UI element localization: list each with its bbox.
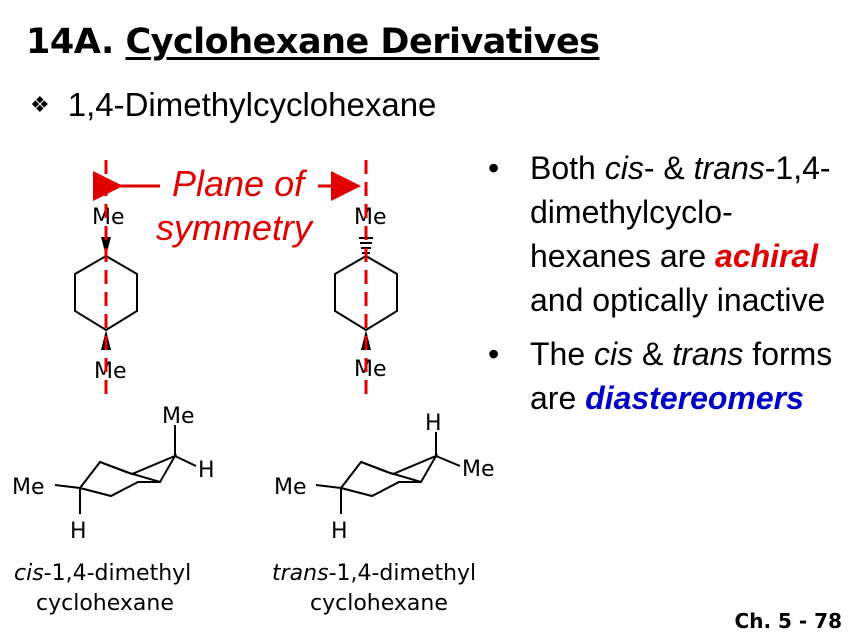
trans-caption-rest: -1,4-dimethyl <box>329 561 477 586</box>
trans-caption-prefix: trans <box>272 561 329 586</box>
bullet-2-cis: cis <box>594 336 634 372</box>
bullet-2-text: The <box>530 336 595 372</box>
plane-label-line1: Plane of <box>172 163 308 204</box>
bullet-2-text: & <box>633 336 673 372</box>
trans-caption-line1: trans-1,4-dimethyl <box>272 561 476 586</box>
bullet-2-text: forms are <box>530 336 833 416</box>
cis-top-wedge <box>101 237 111 256</box>
bullet-dot: • <box>488 336 500 372</box>
cis-me-top: Me <box>92 205 125 230</box>
cis-chair-h-axial: H <box>70 519 87 544</box>
trans-chair-me-equatorial: Me <box>462 457 495 482</box>
trans-me-top: Me <box>354 205 387 230</box>
cis-chair-h-equatorial: H <box>198 458 215 483</box>
title-number: 14A. <box>26 22 114 62</box>
cis-me-bottom: Me <box>94 359 127 384</box>
bullet-2: • The cis & trans forms are diastereomer… <box>488 332 848 420</box>
trans-chair-me-left: Me <box>274 475 307 500</box>
trans-chair-h-bottom: H <box>331 519 348 544</box>
trans-chair-h-axial: H <box>425 411 442 436</box>
trans-chair <box>315 432 461 514</box>
cis-caption-line1: cis-1,4-dimethyl <box>14 561 191 586</box>
cis-chair-me-axial: Me <box>162 404 195 429</box>
bullet-2-diastereomers: diastereomers <box>585 380 804 416</box>
bullet-1-text: Both <box>530 150 605 186</box>
subtitle: ❖ 1,4-Dimethylcyclohexane <box>30 86 436 124</box>
cis-chair <box>54 425 197 514</box>
subtitle-text: 1,4-Dimethylcyclohexane <box>67 86 437 123</box>
cis-chair-me-equatorial: Me <box>12 475 45 500</box>
bullet-1: • Both cis- & trans-1,4-dimethylcyclo-he… <box>488 146 848 322</box>
bullet-list: • Both cis- & trans-1,4-dimethylcyclo-he… <box>488 146 848 420</box>
trans-caption-line2: cyclohexane <box>310 591 448 616</box>
bullet-1-achiral: achiral <box>715 238 819 274</box>
bullet-2-trans: trans <box>672 336 744 372</box>
page-number: Ch. 5 - 78 <box>734 609 842 633</box>
bullet-dot: • <box>488 150 500 186</box>
bullet-1-cis: cis <box>604 150 644 186</box>
page-title: 14A. Cyclohexane Derivatives <box>26 22 600 62</box>
trans-me-bottom: Me <box>354 357 387 382</box>
bullet-1-text: -1,4-dimethylcyclo-hexanes are <box>530 150 831 274</box>
diamond-bullet-icon: ❖ <box>30 92 50 117</box>
cis-caption-rest: -1,4-dimethyl <box>44 561 192 586</box>
bullet-1-text: and optically inactive <box>530 282 826 318</box>
plane-label-line2: symmetry <box>156 207 314 248</box>
cis-caption-line2: cyclohexane <box>36 591 174 616</box>
cis-caption-prefix: cis <box>14 561 44 586</box>
bullet-1-trans: trans <box>693 150 765 186</box>
title-text: Cyclohexane Derivatives <box>125 22 600 62</box>
bullet-1-text: - & <box>643 150 694 186</box>
